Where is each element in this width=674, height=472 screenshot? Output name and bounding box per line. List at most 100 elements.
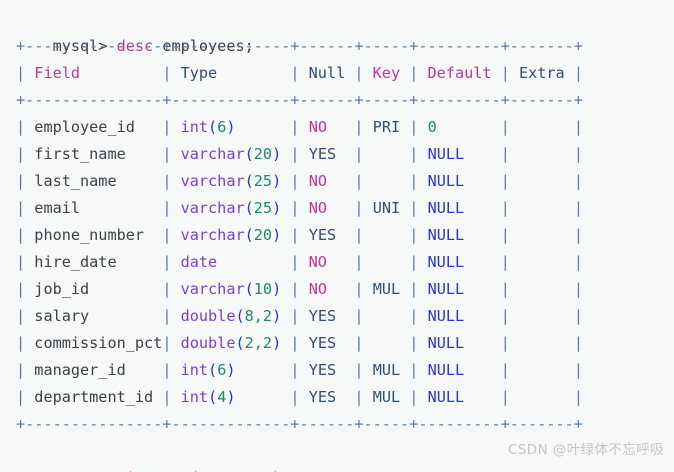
cell-separator: |: [162, 118, 181, 136]
footer-rows-label: rows: [71, 469, 126, 472]
cell-type-name: varchar: [180, 172, 245, 190]
sql-keyword-desc: desc: [116, 37, 154, 55]
cell-separator: |: [573, 145, 584, 163]
cell-key: [373, 172, 410, 190]
cell-separator: |: [290, 64, 309, 82]
cell-separator: |: [409, 307, 428, 325]
cell-separator: |: [162, 361, 181, 379]
cell-separator: |: [354, 199, 373, 217]
cell-separator: |: [500, 361, 520, 379]
cell-separator: |: [354, 64, 373, 82]
cell-key: MUL: [372, 280, 410, 298]
cell-separator: |: [500, 64, 519, 82]
cell-extra: [519, 361, 574, 379]
cell-field: first_name: [34, 145, 163, 163]
table-body: | employee_id | int(6) | NO | PRI | 0 | …: [16, 114, 674, 411]
cell-type-name: int: [180, 361, 209, 379]
cell-separator: |: [409, 280, 428, 298]
cell-type-args: 25: [253, 172, 273, 190]
cell-default-pad: [464, 253, 501, 271]
query-time: 0.00: [199, 469, 236, 472]
cell-separator: |: [16, 64, 35, 82]
cell-separator: |: [500, 199, 520, 217]
cell-separator: |: [573, 334, 584, 352]
cell-separator: |: [16, 280, 35, 298]
table-row: | commission_pct| double(2,2) | YES | | …: [16, 330, 674, 357]
cell-separator: |: [290, 172, 309, 190]
mysql-prompt: mysql>: [52, 37, 117, 55]
cell-type-paren-close: ): [272, 199, 282, 217]
cell-extra: [519, 253, 574, 271]
cell-separator: |: [409, 361, 428, 379]
table-row: | first_name | varchar(20) | YES | | NUL…: [16, 141, 674, 168]
table-row: | job_id | varchar(10) | NO | MUL | NULL…: [16, 276, 674, 303]
column-header-key: Key: [372, 64, 410, 82]
cell-type-args: 2,2: [244, 334, 273, 352]
cell-type-paren-open: (: [244, 199, 254, 217]
cell-type-args: 8,2: [244, 307, 273, 325]
cell-type-paren-open: (: [208, 118, 218, 136]
cell-type-paren-close: ): [272, 145, 282, 163]
cell-separator: |: [16, 361, 35, 379]
cell-default-pad: [464, 199, 501, 217]
cell-separator: |: [573, 172, 584, 190]
table-separator-mid: +---------------+-------------+------+--…: [16, 91, 583, 109]
cell-separator: |: [354, 388, 373, 406]
cell-extra: [519, 388, 574, 406]
cell-field: employee_id: [34, 118, 163, 136]
cell-separator: |: [162, 253, 181, 271]
footer-set-keyword: set: [153, 469, 180, 472]
column-header-null: Null: [308, 64, 355, 82]
cell-nullable: NO: [308, 118, 355, 136]
cell-separator: |: [573, 253, 584, 271]
cell-type-paren-open: (: [244, 226, 254, 244]
cell-field: hire_date: [34, 253, 163, 271]
cell-type-args: 6: [217, 361, 227, 379]
cell-separator: |: [409, 199, 428, 217]
cell-default: NULL: [427, 199, 465, 217]
cell-default: NULL: [427, 388, 465, 406]
cell-type-name: double: [180, 334, 236, 352]
cell-default: NULL: [427, 145, 465, 163]
cell-extra: [519, 307, 574, 325]
cell-type-pad: [236, 388, 291, 406]
cell-separator: |: [162, 334, 181, 352]
cell-key: UNI: [372, 199, 410, 217]
cell-field: email: [34, 199, 163, 217]
cell-field: salary: [34, 307, 163, 325]
cell-separator: |: [354, 172, 373, 190]
cell-type-pad: [217, 253, 290, 271]
cell-type-args: 6: [217, 118, 227, 136]
cell-separator: |: [573, 226, 584, 244]
footer-in-keyword: in: [126, 469, 144, 472]
cell-type-args: 25: [253, 199, 273, 217]
cell-type-paren-open: (: [208, 361, 218, 379]
cell-default-pad: [464, 226, 501, 244]
cell-type-paren-open: (: [244, 172, 254, 190]
cell-separator: |: [290, 145, 309, 163]
cell-type-paren-close: ): [272, 226, 282, 244]
cell-separator: |: [162, 145, 181, 163]
table-separator-top: +---------------+-------------+------+--…: [16, 37, 583, 55]
cell-separator: |: [500, 253, 519, 271]
table-header-row: | Field | Type | Null | Key | Default | …: [16, 60, 674, 87]
table-separator-bottom: +---------------+-------------+------+--…: [16, 415, 583, 433]
cell-type-name: varchar: [180, 199, 245, 217]
cell-separator: |: [16, 199, 35, 217]
cell-separator: |: [162, 64, 181, 82]
table-row: | employee_id | int(6) | NO | PRI | 0 | …: [16, 114, 674, 141]
table-row: | manager_id | int(6) | YES | MUL | NULL…: [16, 357, 674, 384]
cell-default-pad: [437, 118, 501, 136]
cell-separator: |: [354, 253, 373, 271]
cell-extra: [519, 199, 574, 217]
cell-separator: |: [290, 280, 309, 298]
cell-separator: |: [500, 334, 520, 352]
cell-field: phone_number: [34, 226, 163, 244]
cell-field: commission_pct: [34, 334, 163, 352]
footer-paren-close: ): [272, 469, 281, 472]
cell-separator: |: [573, 307, 584, 325]
cell-separator: |: [500, 280, 520, 298]
cell-separator: |: [162, 280, 181, 298]
cell-separator: |: [162, 226, 181, 244]
cell-default: NULL: [427, 172, 465, 190]
